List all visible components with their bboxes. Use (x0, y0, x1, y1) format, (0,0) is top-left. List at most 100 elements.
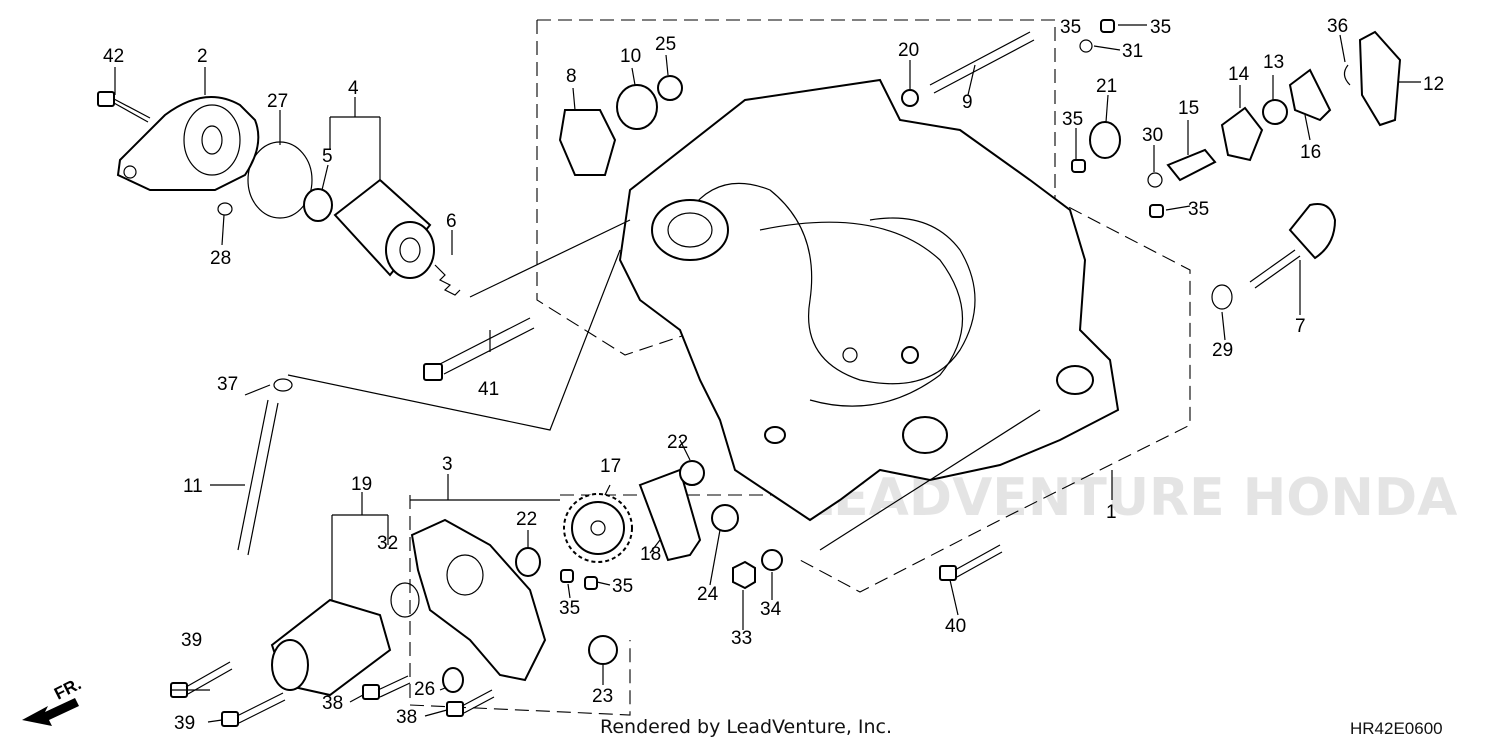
callout-label: 39 (174, 713, 195, 734)
dowel-pin-part (560, 569, 574, 583)
watermark-text: LEADVENTURE HONDA (800, 468, 1457, 528)
nut-part (732, 560, 756, 590)
callout-label: 4 (348, 78, 359, 99)
clip-part (1343, 64, 1351, 86)
callout-label: 14 (1228, 64, 1250, 85)
bolt-part (170, 661, 233, 698)
callout-label: 5 (322, 146, 333, 167)
dowel-pin-part (1149, 204, 1164, 218)
callout-label: 1 (1106, 502, 1117, 523)
starter-motor-part (270, 598, 392, 697)
callout-label: 41 (478, 379, 499, 400)
dowel-pin-part (1100, 19, 1115, 33)
callout-label: 19 (351, 474, 372, 495)
bearing-part (588, 635, 618, 665)
o-ring-part (1211, 284, 1233, 310)
seal-part (616, 84, 658, 130)
callout-label: 8 (566, 66, 577, 87)
bracket-part (558, 109, 617, 176)
callout-label: 35 (559, 598, 580, 619)
spring-part (434, 264, 461, 296)
callout-label: 20 (898, 40, 919, 61)
washer-part (1147, 172, 1163, 188)
cover-plate-part (1358, 30, 1402, 127)
callout-labels: 1 2 3 4 5 6 7 8 9 10 11 12 13 14 15 16 1… (103, 16, 1444, 734)
callout-label: 22 (667, 432, 688, 453)
seal-part (1262, 99, 1288, 125)
callout-label: 36 (1327, 16, 1348, 37)
callout-label: 6 (446, 211, 457, 232)
fitting-part (1166, 148, 1217, 182)
callout-label: 18 (640, 544, 661, 565)
pipe-part (237, 399, 279, 556)
callout-label: 21 (1096, 76, 1117, 97)
callout-label: 27 (267, 91, 288, 112)
callout-label: 35 (1060, 17, 1081, 38)
bearing-part (657, 75, 683, 101)
callout-label: 26 (414, 679, 435, 700)
washer-part (901, 89, 919, 107)
seal-part (442, 667, 464, 693)
callout-label: 22 (516, 509, 537, 530)
callout-label: 2 (197, 46, 208, 67)
washer-part (217, 202, 233, 216)
bolt-part (939, 544, 1003, 581)
filter-cover-part (116, 96, 260, 191)
washer-part (761, 549, 783, 571)
callout-label: 38 (322, 693, 343, 714)
arrow-icon (22, 698, 79, 726)
bolt-part (97, 91, 151, 123)
dowel-pin-part (584, 576, 598, 590)
plate-part (1288, 68, 1332, 122)
dowel-pin-part (1071, 159, 1086, 173)
callout-label: 35 (1062, 109, 1083, 130)
callout-label: 29 (1212, 340, 1233, 361)
callout-label: 35 (1150, 17, 1171, 38)
callout-label: 31 (1122, 41, 1143, 62)
callout-label: 32 (377, 533, 398, 554)
shaft-part (929, 31, 1035, 94)
o-ring-part (390, 582, 420, 618)
callout-label: 11 (183, 476, 203, 497)
bearing-part (515, 547, 541, 577)
callout-label: 37 (217, 374, 238, 395)
callout-label: 15 (1178, 98, 1199, 119)
callout-label: 35 (1188, 199, 1209, 220)
oil-filter-part (333, 178, 435, 279)
callout-label: 10 (620, 46, 641, 67)
callout-label: 28 (210, 248, 231, 269)
o-ring-part (247, 141, 313, 219)
callout-label: 40 (945, 616, 966, 637)
front-label: FR. (51, 674, 84, 703)
bolt-part (362, 675, 411, 700)
reduction-cover-part (410, 518, 547, 682)
front-direction-indicator: FR. (22, 674, 84, 726)
cap-part (1220, 106, 1264, 162)
callout-label: 9 (962, 92, 973, 113)
callout-label: 34 (760, 599, 782, 620)
watermark-logo: LEADVENTURE HONDA (800, 468, 1457, 528)
seal-part (303, 188, 333, 222)
callout-label: 12 (1423, 74, 1444, 95)
callout-label: 16 (1300, 142, 1321, 163)
callout-label: 30 (1142, 125, 1163, 146)
clamp-part (273, 378, 293, 392)
callout-label: 39 (181, 630, 202, 651)
render-credit: Rendered by LeadVenture, Inc. (600, 716, 893, 738)
callout-label: 33 (731, 628, 752, 649)
bolt-part (423, 317, 535, 381)
bearing-part (711, 504, 739, 532)
callout-label: 38 (396, 707, 417, 728)
callout-label: 35 (612, 576, 633, 597)
callout-label: 24 (697, 584, 719, 605)
crankcase-cover-part (618, 78, 1120, 522)
callout-label: 42 (103, 46, 124, 67)
callout-label: 13 (1263, 52, 1284, 73)
gear-part (563, 493, 633, 563)
callout-label: 23 (592, 686, 613, 707)
bearing-part (1089, 121, 1121, 159)
housing-bore (446, 554, 484, 596)
leader-lines (114, 24, 1421, 723)
bearing-part (679, 460, 705, 486)
